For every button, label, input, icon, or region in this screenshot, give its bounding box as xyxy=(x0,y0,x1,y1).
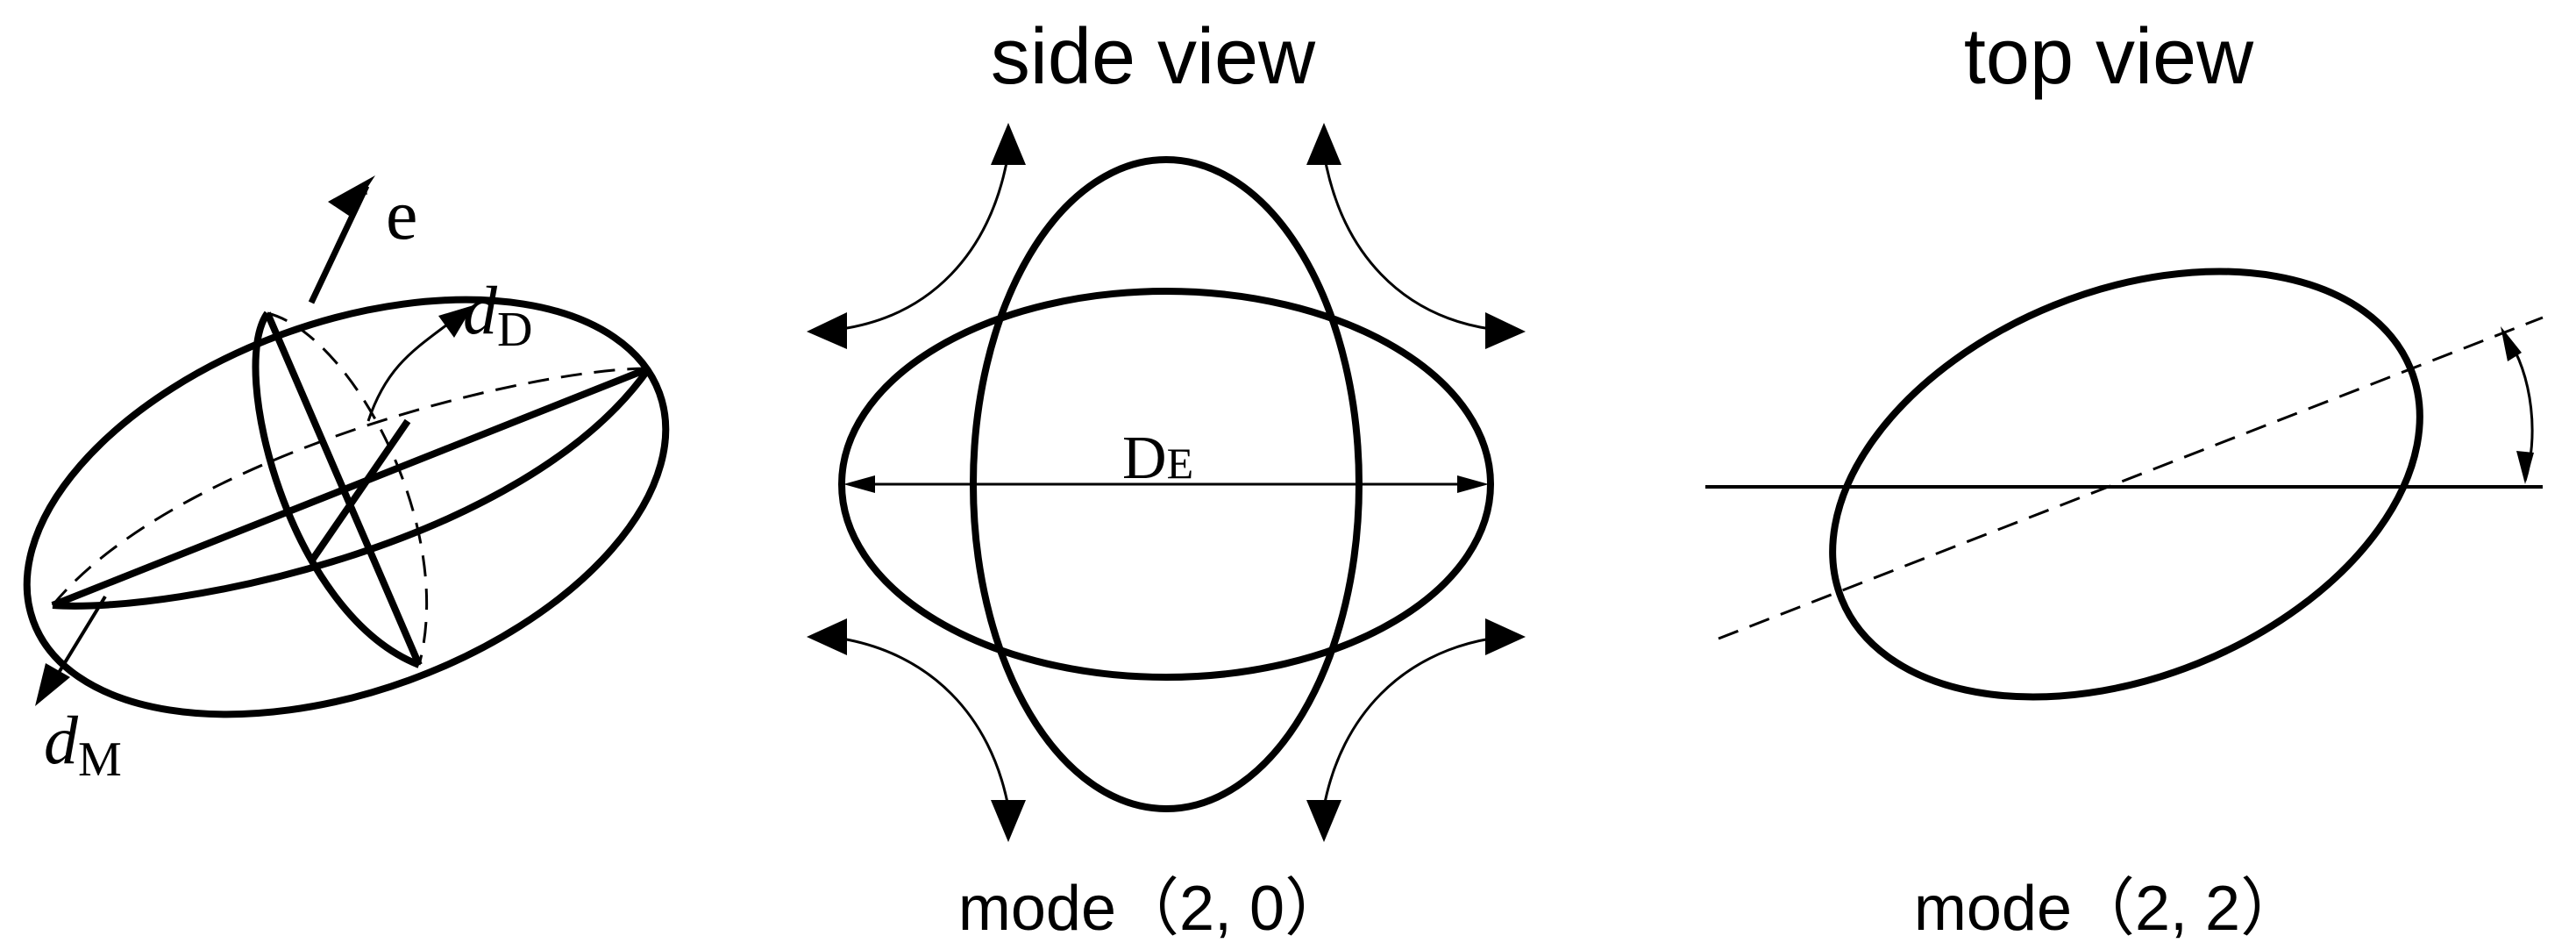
curve-arrow-top-right xyxy=(1322,153,1491,331)
side-view-panel: side view DE mode（2, 0） xyxy=(807,13,1526,944)
arrowhead-bottom-right-down xyxy=(1306,800,1341,842)
top-view-title: top view xyxy=(1964,13,2254,101)
ellipsoid-outline xyxy=(23,296,670,718)
axis-dM-label: dM xyxy=(44,702,122,787)
axis-dD-label: dD xyxy=(463,272,532,357)
axis-dD-sub: D xyxy=(497,303,532,357)
arrowhead-top-right-right xyxy=(1485,312,1526,349)
e-arrow-head xyxy=(328,175,375,216)
equator-front xyxy=(52,366,652,610)
diameter-arrow-left xyxy=(843,475,875,493)
ellipsoid-3d-panel: e dD dM xyxy=(23,175,670,787)
angle-arrow-top xyxy=(2501,326,2522,361)
arrowhead-bottom-left-down xyxy=(991,800,1026,842)
equator-back xyxy=(51,367,650,606)
curve-arrow-bottom-left xyxy=(841,637,1010,808)
diameter-sub: E xyxy=(1167,439,1194,488)
major-axis xyxy=(51,365,651,609)
curve-arrow-bottom-right xyxy=(1322,637,1491,808)
diameter-label: DE xyxy=(1122,425,1193,492)
side-view-horizontal-ellipse xyxy=(838,288,1494,681)
side-view-title: side view xyxy=(991,13,1316,101)
arrowhead-top-left-up xyxy=(991,123,1026,165)
dD-axis-curve xyxy=(366,323,448,422)
cross-section-front xyxy=(252,311,421,668)
arrowhead-top-left-left xyxy=(807,312,847,349)
tilted-axis xyxy=(1718,316,2544,640)
dM-axis-line xyxy=(53,595,107,682)
arrowhead-bottom-left-left xyxy=(807,618,847,655)
diameter-main: D xyxy=(1122,425,1167,492)
arrowhead-top-right-up xyxy=(1306,123,1341,165)
e-axis-arrow xyxy=(308,184,370,304)
arrowhead-bottom-right-right xyxy=(1485,618,1526,655)
curve-arrow-top-left xyxy=(841,153,1010,331)
top-view-mode-label: mode（2, 2） xyxy=(1914,874,2303,944)
dM-arrow-head xyxy=(35,663,70,706)
angle-arrow-bottom xyxy=(2516,451,2534,484)
dD-arrow-head xyxy=(438,305,473,338)
top-view-panel: top view mode（2, 2） xyxy=(1705,13,2544,944)
cross-axis xyxy=(308,418,411,564)
side-view-mode-label: mode（2, 0） xyxy=(958,874,1348,944)
axis-dD-main: d xyxy=(463,272,498,348)
axis-e-label: e xyxy=(386,175,417,254)
axis-dM-main: d xyxy=(44,702,79,778)
diameter-arrow-right xyxy=(1457,475,1489,493)
axis-dM-sub: M xyxy=(78,732,122,787)
top-view-ellipse xyxy=(1829,268,2423,701)
